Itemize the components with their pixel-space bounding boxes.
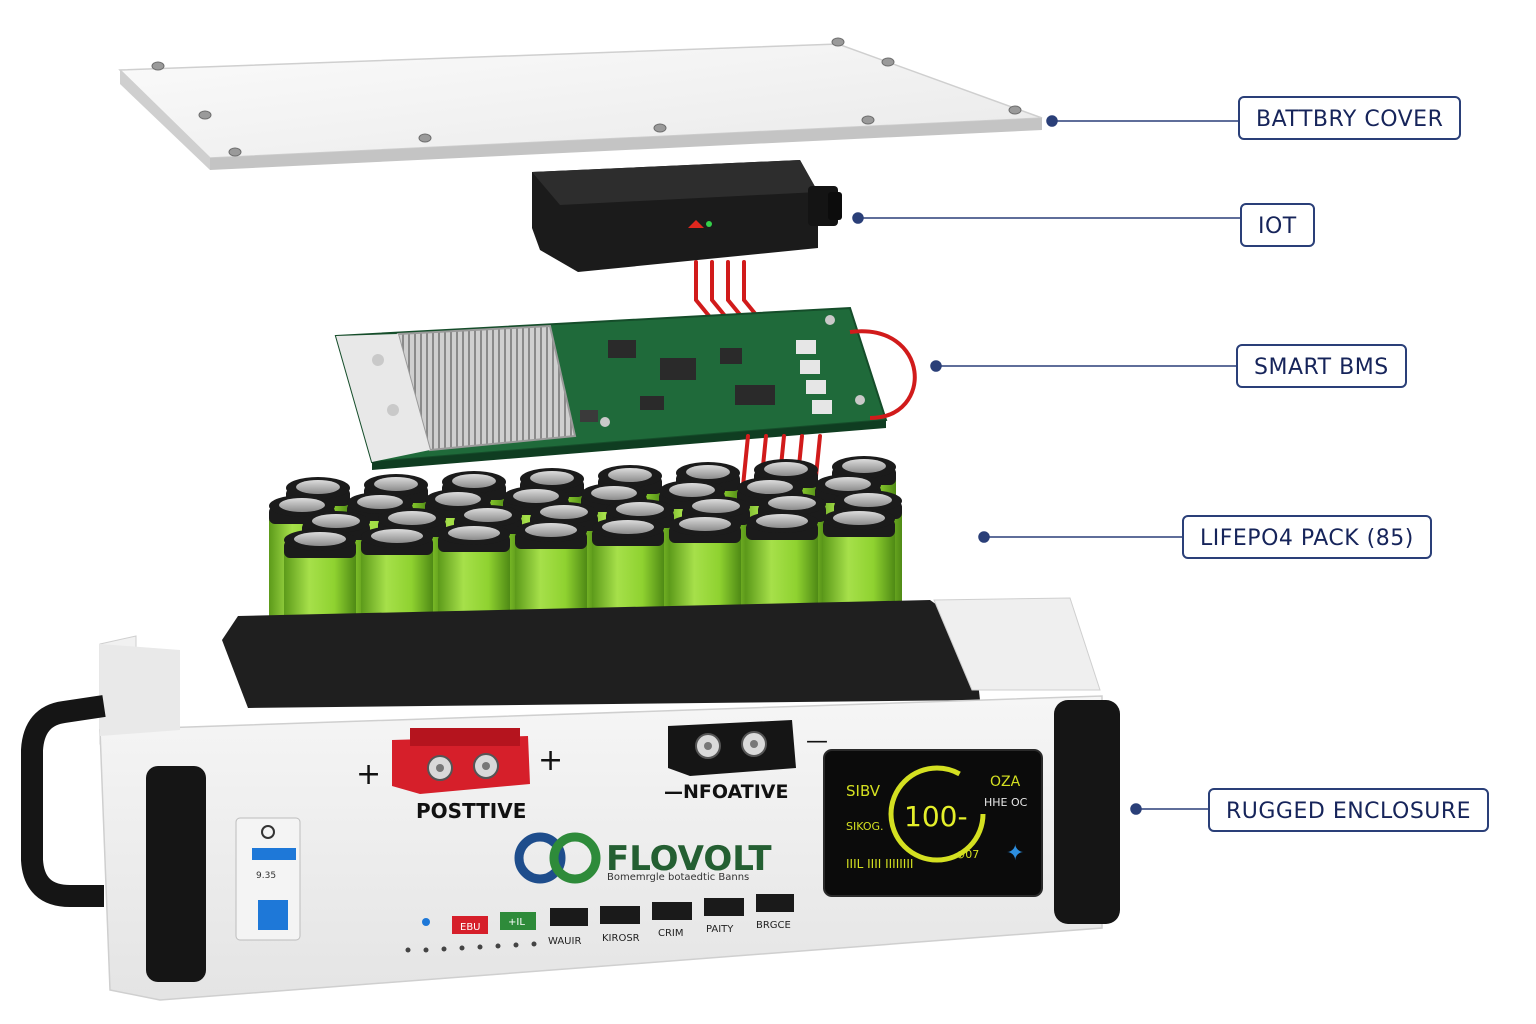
indicator-label-4: PAITY [706,924,734,935]
indicator-strip: EBU +IL WAUIR KIROSR CRIM PAITY BRGCE [405,894,794,953]
positive-plus-left: + [356,757,381,792]
bms-loop-wire [849,329,917,420]
display-bottom-text: IIIL IIII IIIIIIII [846,857,913,871]
circuit-breaker[interactable]: 9.35 [235,817,301,941]
flovolt-logo [514,832,601,884]
indicator-button-5[interactable] [756,894,794,912]
green-badge: +IL [508,917,525,928]
display-middle-left: SIKOG. [846,820,884,833]
indicator-label-2: KIROSR [602,933,640,944]
indicator-button-2[interactable] [600,906,640,924]
callout-rugged-enclosure: RUGGED ENCLOSURE [1208,788,1490,832]
display-middle-right: HHE OC [984,796,1028,809]
callout-iot: IOT [1240,203,1315,247]
brand-tagline: Bomemrgle botaedtic Banns [607,872,749,883]
positive-plus-right: + [538,743,563,778]
breaker-rating: 9.35 [256,871,276,881]
leader-lines [852,115,1240,815]
cover-screws [151,37,1022,157]
gauge-ring [888,765,986,863]
indicator-button-1[interactable] [550,908,588,926]
indicator-label-5: BRGCE [756,920,791,931]
callout-lifepo4-pack: LIFEPO4 PACK (85) [1182,515,1432,559]
battery-cover [118,37,1043,170]
gauge-value: 100- [904,800,968,833]
led-dots [405,941,537,953]
display-bottom-right: ⊕07 [956,848,979,861]
display-top-left: SIBV [846,782,881,800]
indicator-label-3: CRIM [658,928,684,939]
iot-module [532,160,842,272]
indicator-button-3[interactable] [652,902,692,920]
smart-bms-board [334,306,917,470]
negative-label: —NFOATIVE [664,781,788,803]
bluetooth-icon: ✦ [1006,841,1024,866]
negative-minus: — [806,729,828,754]
positive-terminal [392,728,530,794]
red-badge: EBU [460,922,481,933]
status-led [422,918,430,926]
display-top-right: OZA [990,774,1021,790]
positive-label: POSTTIVE [416,799,526,823]
indicator-label-1: WAUIR [548,936,581,947]
indicator-button-4[interactable] [704,898,744,916]
status-display: SIBV OZA SIKOG. 100- HHE OC IIIL IIII II… [823,749,1043,897]
callout-battery-cover: BATTBRY COVER [1238,96,1462,140]
bms-components [372,315,865,427]
negative-terminal [668,720,796,776]
callout-smart-bms: SMART BMS [1236,344,1407,388]
brand-name: FLOVOLT [606,839,772,879]
